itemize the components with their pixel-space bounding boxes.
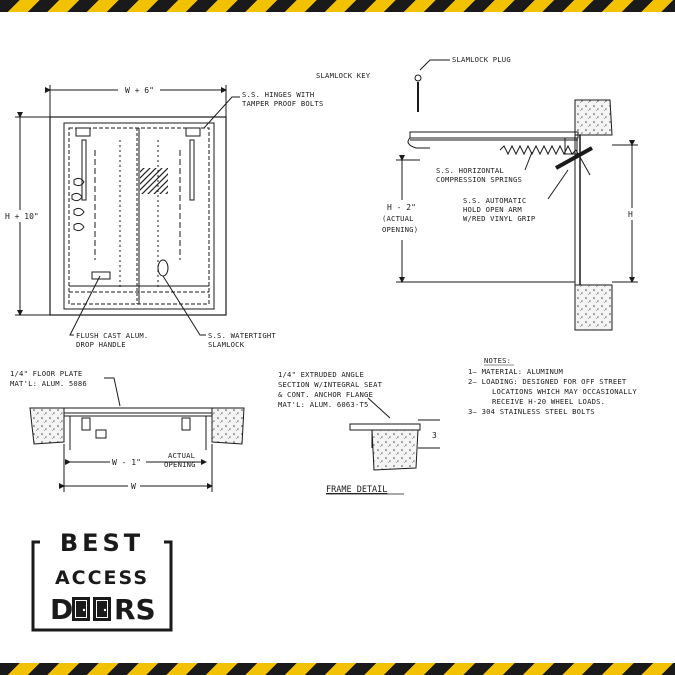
w-plus-6-label: W + 6" [125, 86, 154, 95]
note-1: 1— MATERIAL: ALUMINUM [468, 367, 564, 376]
h-minus-2-label-bg [378, 200, 426, 240]
door-icon [93, 597, 111, 621]
slamlock-label-line2: SLAMLOCK [208, 340, 245, 349]
logo-line-doors-d: D [50, 593, 73, 626]
floor-plate-label-line2: MAT'L: ALUM. 5086 [10, 379, 87, 388]
frame-detail-title: FRAME DETAIL [326, 485, 387, 495]
h-plus-10-label-bg [4, 210, 38, 222]
h-label: H [628, 210, 633, 219]
logo-line-doors-rs: RS [114, 593, 156, 626]
handle-label-line2: DROP HANDLE [76, 340, 126, 349]
springs-label-line1: S.S. HORIZONTAL [436, 166, 504, 175]
angle-label-line4: MAT'L: ALUM. 6063-T5 [278, 400, 369, 409]
bottom-hazard-stripe [0, 663, 675, 675]
note-2-line1: 2— LOADING: DESIGNED FOR OFF STREET [468, 377, 627, 386]
note-2-line3: RECEIVE H-20 WHEEL LOADS. [492, 397, 605, 406]
h-label-bg [626, 208, 638, 220]
slamlock-label-line1: S.S. WATERTIGHT [208, 331, 276, 340]
slamlock-key-label: SLAMLOCK KEY [316, 71, 371, 80]
cross-section [29, 377, 245, 492]
three-label: 3 [432, 431, 437, 440]
actual-opening-label-line2: OPENING [164, 460, 196, 469]
w-minus-1-label: W - 1" [112, 458, 141, 467]
w-minus-1-label-bg [110, 456, 146, 467]
slamlock-plug-label: SLAMLOCK PLUG [452, 55, 511, 64]
top-hazard-stripe [0, 0, 675, 12]
hinges-label-line1: S.S. HINGES WITH [242, 90, 314, 99]
arm-label-line3: W/RED VINYL GRIP [463, 214, 535, 223]
w-label: W [131, 482, 136, 491]
frame-detail [349, 397, 440, 471]
angle-label-line1: 1/4" EXTRUDED ANGLE [278, 370, 364, 379]
h-minus-2-label-line3: OPENING) [382, 225, 418, 234]
hinges-label-line2: TAMPER PROOF BOLTS [242, 99, 324, 108]
section-view [396, 59, 638, 331]
h-minus-2-label-line2: (ACTUAL [382, 214, 414, 223]
logo-line-best: BEST [60, 529, 144, 557]
angle-label-line3: & CONT. ANCHOR FLANGE [278, 390, 373, 399]
handle-label-line1: FLUSH CAST ALUM. [76, 331, 148, 340]
arm-label-line2: HOLD OPEN ARM [463, 205, 522, 214]
note-3: 3— 304 STAINLESS STEEL BOLTS [468, 407, 595, 416]
note-2-line2: LOCATIONS WHICH MAY OCCASIONALLY [492, 387, 637, 396]
h-plus-10-label: H + 10" [5, 212, 39, 221]
logo-line-access: ACCESS [55, 567, 149, 589]
springs-label-line2: COMPRESSION SPRINGS [436, 175, 522, 184]
w-plus-6-label-bg [118, 84, 160, 95]
actual-opening-label-line1: ACTUAL [168, 451, 195, 460]
floor-plate-label-line1: 1/4" FLOOR PLATE [10, 369, 82, 378]
angle-label-line2: SECTION W/INTEGRAL SEAT [278, 380, 383, 389]
best-access-doors-logo: BEST ACCESS D RS [31, 529, 173, 632]
h-minus-2-label-line1: H - 2" [387, 203, 416, 212]
w-label-bg [128, 480, 140, 491]
door-icon [72, 597, 90, 621]
plan-view [15, 85, 240, 336]
arm-label-line1: S.S. AUTOMATIC [463, 196, 526, 205]
notes-title: NOTES: [484, 356, 511, 365]
